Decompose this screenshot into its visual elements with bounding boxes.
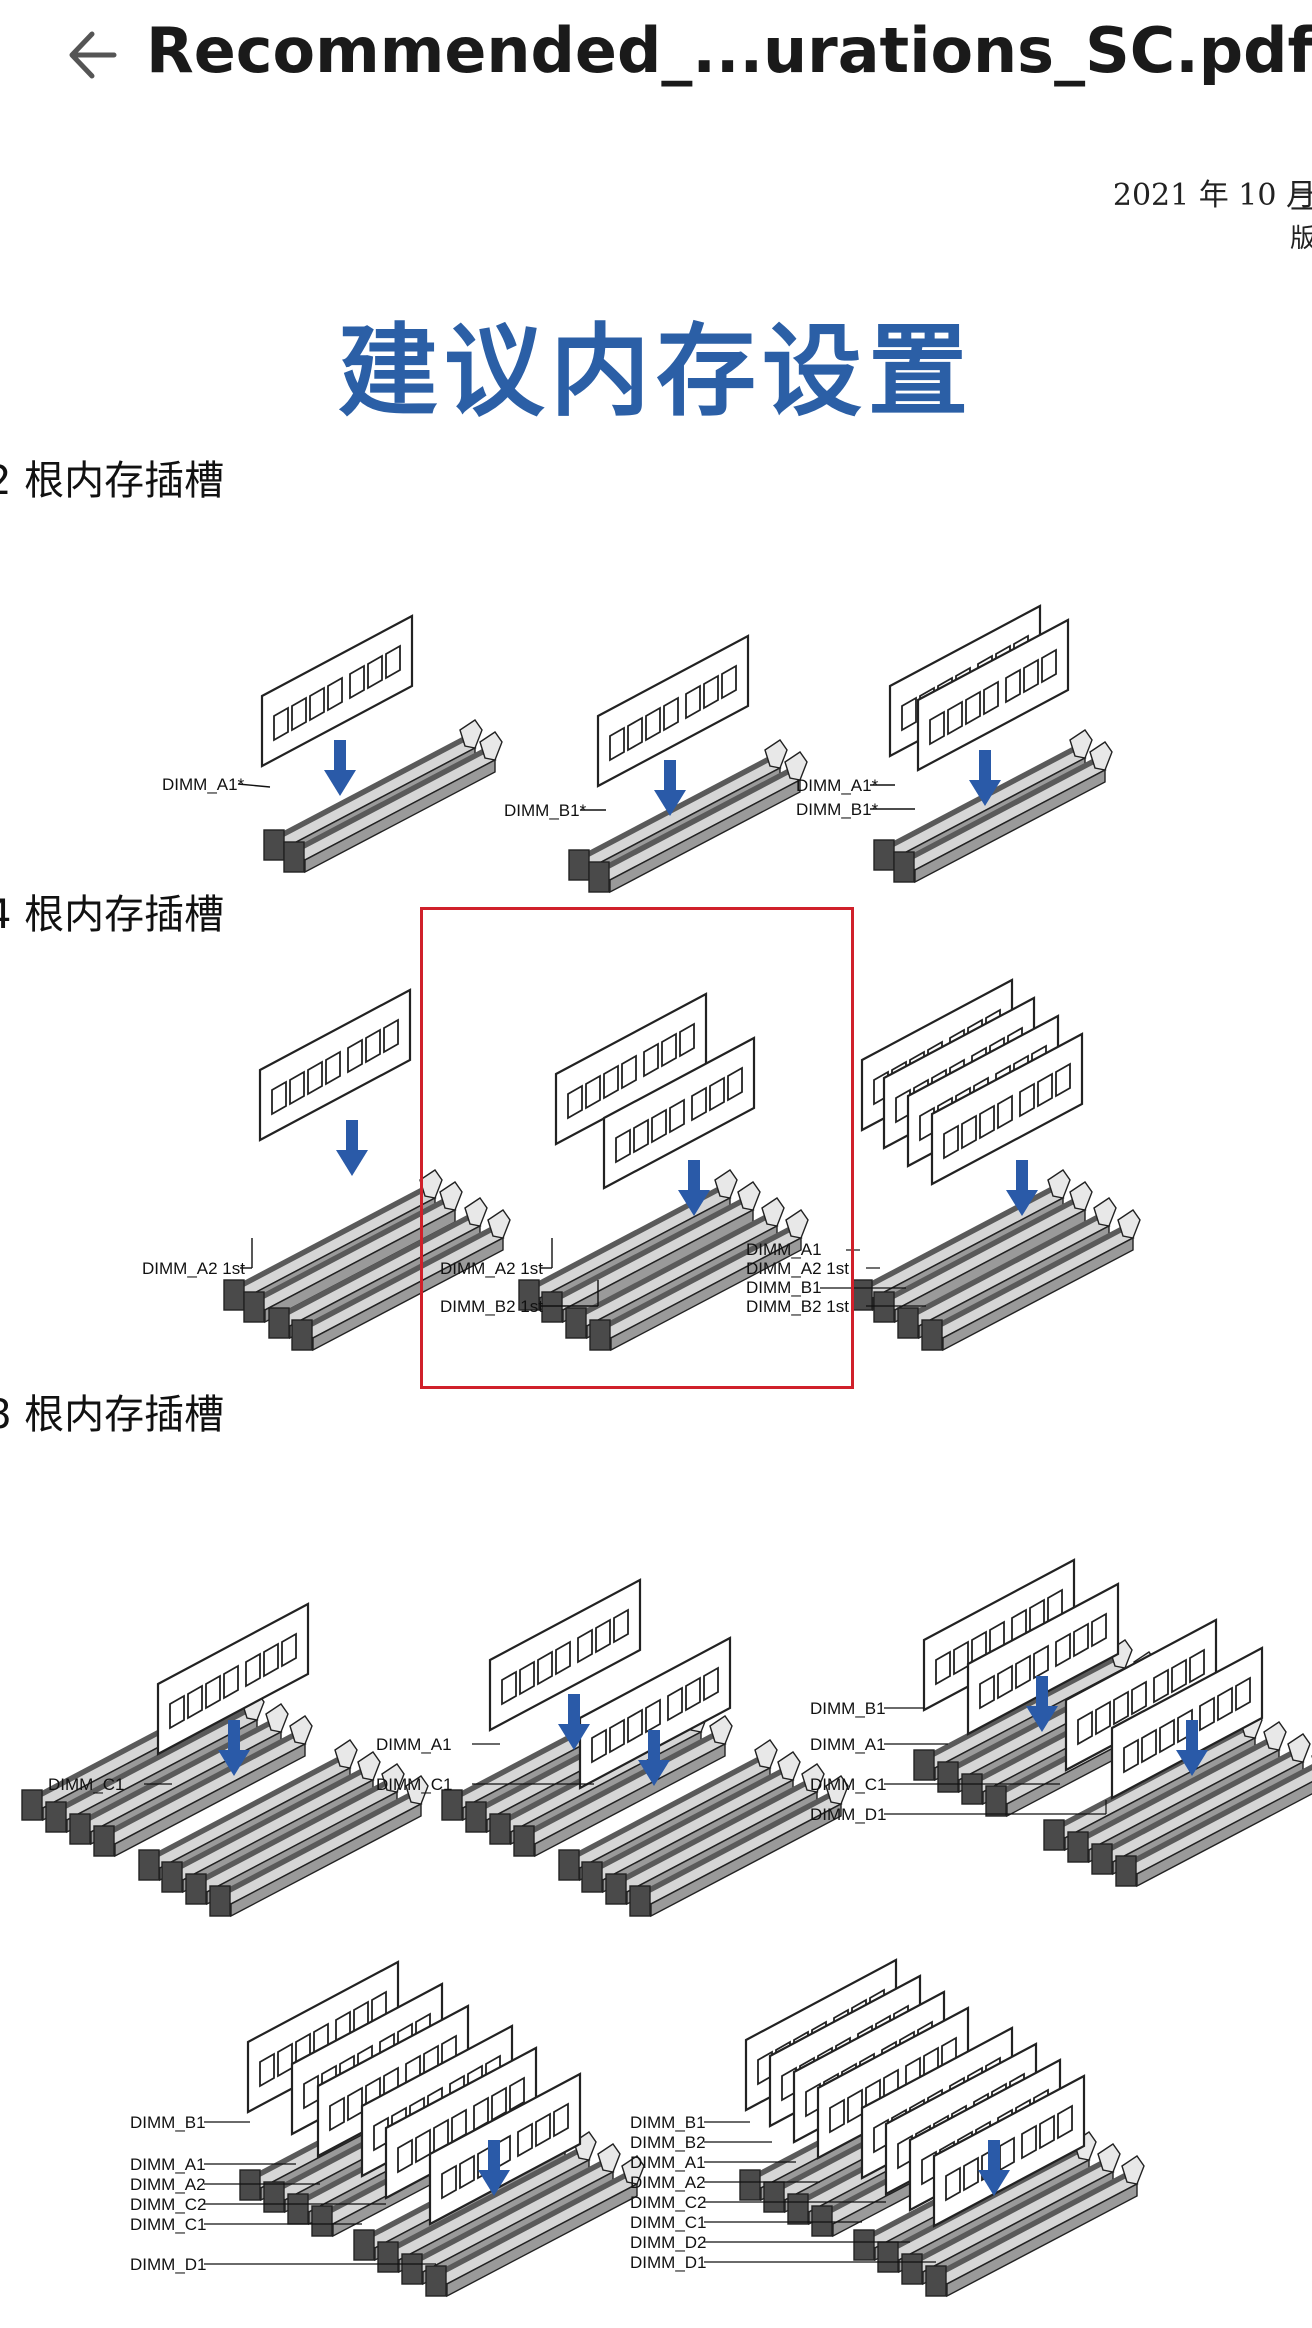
diagram-2slot-b1: DIMM_B1* <box>504 634 808 893</box>
diagram-8slot-4modules: DIMM_B1 DIMM_A1 DIMM_C1 DIMM_D1 <box>810 1558 1312 1887</box>
diagram-4slot-a2: DIMM_A2 1st <box>142 988 511 1351</box>
label-dimm-b1: DIMM_B1* <box>504 801 587 820</box>
diagram-2slot-a1-b1: DIMM_A1* DIMM_B1* <box>796 604 1113 883</box>
label-dimm-c2: DIMM_C2 <box>630 2193 707 2212</box>
label-dimm-c1: DIMM_C1 <box>630 2213 707 2232</box>
label-dimm-d1: DIMM_D1 <box>130 2255 207 2274</box>
label-dimm-d2: DIMM_D2 <box>630 2233 707 2252</box>
document-title: Recommended_...urations_SC.pdf <box>146 14 1312 87</box>
label-dimm-a1: DIMM_A1* <box>162 775 245 794</box>
diagram-8slot-c1: DIMM_C1 <box>21 1602 429 1917</box>
label-dimm-d1: DIMM_D1 <box>810 1805 887 1824</box>
label-dimm-a1: DIMM_A1 <box>630 2153 706 2172</box>
label-dimm-a1: DIMM_A1 <box>810 1735 886 1754</box>
label-dimm-a2: DIMM_A2 <box>130 2175 206 2194</box>
diagram-4slot-a2-b2: DIMM_A2 1st DIMM_B2 1st <box>440 992 809 1351</box>
label-dimm-c1: DIMM_C1 <box>130 2215 207 2234</box>
diagram-8slot-a1-c1: DIMM_A1 DIMM_C1 <box>376 1578 849 1917</box>
diagram-2slot-a1: DIMM_A1* <box>162 614 503 873</box>
label-dimm-b2: DIMM_B2 <box>630 2133 706 2152</box>
edition-line1: 第二版 <box>1289 150 1312 254</box>
label-dimm-c1: DIMM_C1 <box>810 1775 887 1794</box>
diagram-8slot-6modules: DIMM_B1 DIMM_A1 DIMM_A2 DIMM_C2 DIMM_C1 … <box>130 1960 645 2297</box>
label-dimm-c2: DIMM_C2 <box>130 2195 207 2214</box>
label-dimm-b1: DIMM_B1* <box>796 800 879 819</box>
section-label-4-slots: 4 根内存插槽 <box>0 892 225 938</box>
memory-diagrams: DIMM_A1* DIMM_B1* DIMM_A1* DIMM_B1* <box>21 604 1312 2297</box>
label-dimm-c1: DIMM_C1 <box>376 1775 453 1794</box>
label-dimm-b1: DIMM_B1 <box>810 1699 886 1718</box>
label-dimm-a1: DIMM_A1 <box>376 1735 452 1754</box>
back-button[interactable] <box>62 22 128 88</box>
label-dimm-a2: DIMM_A2 1st <box>440 1259 543 1278</box>
label-dimm-b1: DIMM_B1 <box>630 2113 706 2132</box>
diagram-4slot-all: DIMM_A1 DIMM_A2 1st DIMM_B1 DIMM_B2 1st <box>746 978 1141 1351</box>
label-dimm-b2: DIMM_B2 1st <box>440 1297 543 1316</box>
selection-highlight-box <box>420 907 854 1389</box>
label-dimm-b1: DIMM_B1 <box>130 2113 206 2132</box>
diagram-8slot-8modules: DIMM_B1 DIMM_B2 DIMM_A1 DIMM_A2 DIMM_C2 … <box>630 1958 1145 2297</box>
edition-date: 2021 年 10 月 <box>1112 178 1312 213</box>
label-dimm-a2: DIMM_A2 1st <box>746 1259 849 1278</box>
label-dimm-d1: DIMM_D1 <box>630 2253 707 2272</box>
label-dimm-a1: DIMM_A1 <box>746 1240 822 1259</box>
section-label-8-slots: 8 根内存插槽 <box>0 1392 225 1438</box>
label-dimm-b1: DIMM_B1 <box>746 1278 822 1297</box>
app-header: Recommended_...urations_SC.pdf <box>0 0 1312 120</box>
label-dimm-a1: DIMM_A1 <box>130 2155 206 2174</box>
main-title: 建议内存设置 <box>338 313 974 430</box>
label-dimm-a1: DIMM_A1* <box>796 776 879 795</box>
pdf-page: 第二版 2021 年 10 月 建议内存设置 2 根内存插槽 4 根内存插槽 8… <box>0 120 1312 2328</box>
section-label-2-slots: 2 根内存插槽 <box>0 458 225 504</box>
label-dimm-a2: DIMM_A2 <box>630 2173 706 2192</box>
label-dimm-a2: DIMM_A2 1st <box>142 1259 245 1278</box>
arrow-left-icon <box>69 31 117 79</box>
label-dimm-b2: DIMM_B2 1st <box>746 1297 849 1316</box>
label-dimm-c1: DIMM_C1 <box>48 1775 125 1794</box>
